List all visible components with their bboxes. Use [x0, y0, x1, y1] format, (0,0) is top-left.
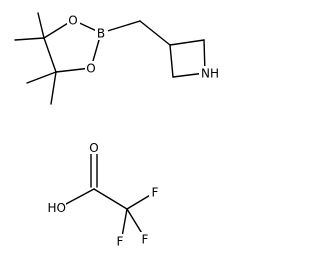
bond-c1-methyl-left — [14, 37, 45, 41]
atom-fluorine-bottom-left: F — [117, 235, 124, 249]
atom-ring-oxygen-bottom: O — [86, 62, 95, 76]
bond-carbon-cf3 — [93, 188, 128, 210]
bond-c1-methyl-up — [37, 12, 45, 39]
bond-c2-c1 — [43, 37, 57, 73]
bond-c4a-c3 — [169, 44, 174, 78]
bond-cf3-f-bottom-right — [126, 208, 144, 236]
structure-canvas: B O O NH O HO — [14, 12, 223, 249]
bond-c2-methyl-left — [26, 71, 57, 84]
bond-c3-c2a — [169, 39, 205, 46]
atom-acid-hydroxyl: HO — [48, 201, 66, 215]
atom-boron: B — [97, 27, 105, 41]
atom-fluorine-right: F — [152, 186, 159, 200]
bond-ch2-c3 — [139, 20, 171, 46]
atom-carbonyl-oxygen: O — [89, 141, 98, 155]
bond-c2-methyl-down — [50, 71, 57, 105]
bond-hydroxyl-carbon — [65, 188, 95, 205]
bond-cf3-f-bottom-left — [121, 208, 128, 238]
chemical-structure-drawing: B O O NH O HO — [14, 12, 223, 249]
trifluoroacetic-acid-molecule: O HO F F F — [40, 140, 161, 249]
bond-cf3-f-right — [126, 193, 153, 210]
atom-fluorine-bottom-right: F — [142, 233, 149, 247]
boronate-azetidine-molecule: B O O NH — [14, 12, 223, 105]
atom-ring-oxygen-top: O — [68, 14, 77, 28]
atom-azetidine-nitrogen: NH — [201, 67, 219, 81]
